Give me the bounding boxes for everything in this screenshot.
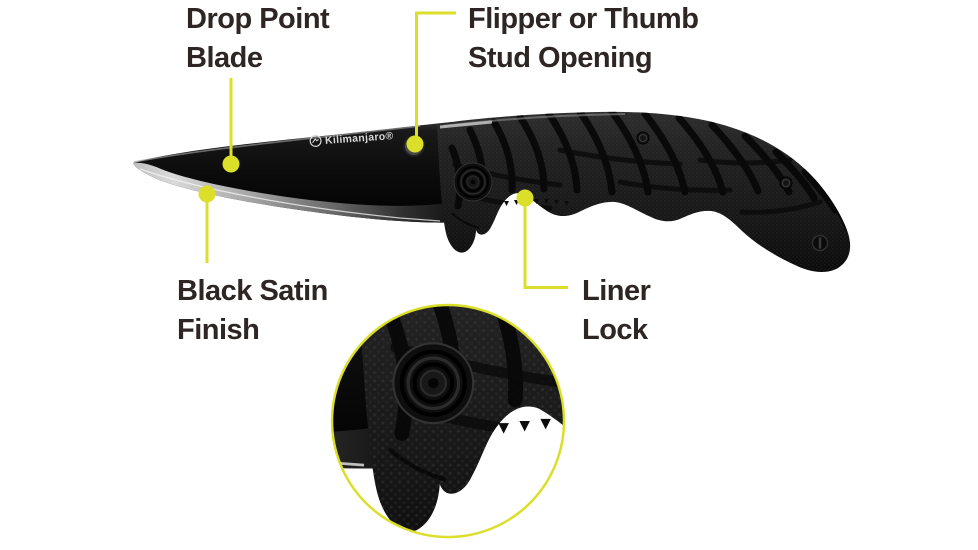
callout-label-liner-lock: Liner Lock xyxy=(582,275,651,346)
knife-main-view xyxy=(133,105,860,285)
callout-label-black-satin-finish: Black Satin Finish xyxy=(177,275,328,346)
zoom-inset xyxy=(330,303,566,539)
zoom-circle-inset-border xyxy=(330,303,566,539)
callout-label-drop-point-blade: Drop Point Blade xyxy=(186,3,330,74)
liner-lock-dot-marker xyxy=(516,189,534,207)
drop-point-dot-marker xyxy=(222,155,240,173)
flipper-callout-line xyxy=(415,11,456,140)
callout-label-flipper-thumb-stud: Flipper or Thumb Stud Opening xyxy=(468,3,699,74)
callout-lines xyxy=(205,11,568,289)
liner-lock-callout-line xyxy=(523,202,568,289)
black-satin-dot-marker xyxy=(198,185,216,203)
callout-dots xyxy=(198,135,534,207)
flipper-dot-marker xyxy=(406,135,424,153)
